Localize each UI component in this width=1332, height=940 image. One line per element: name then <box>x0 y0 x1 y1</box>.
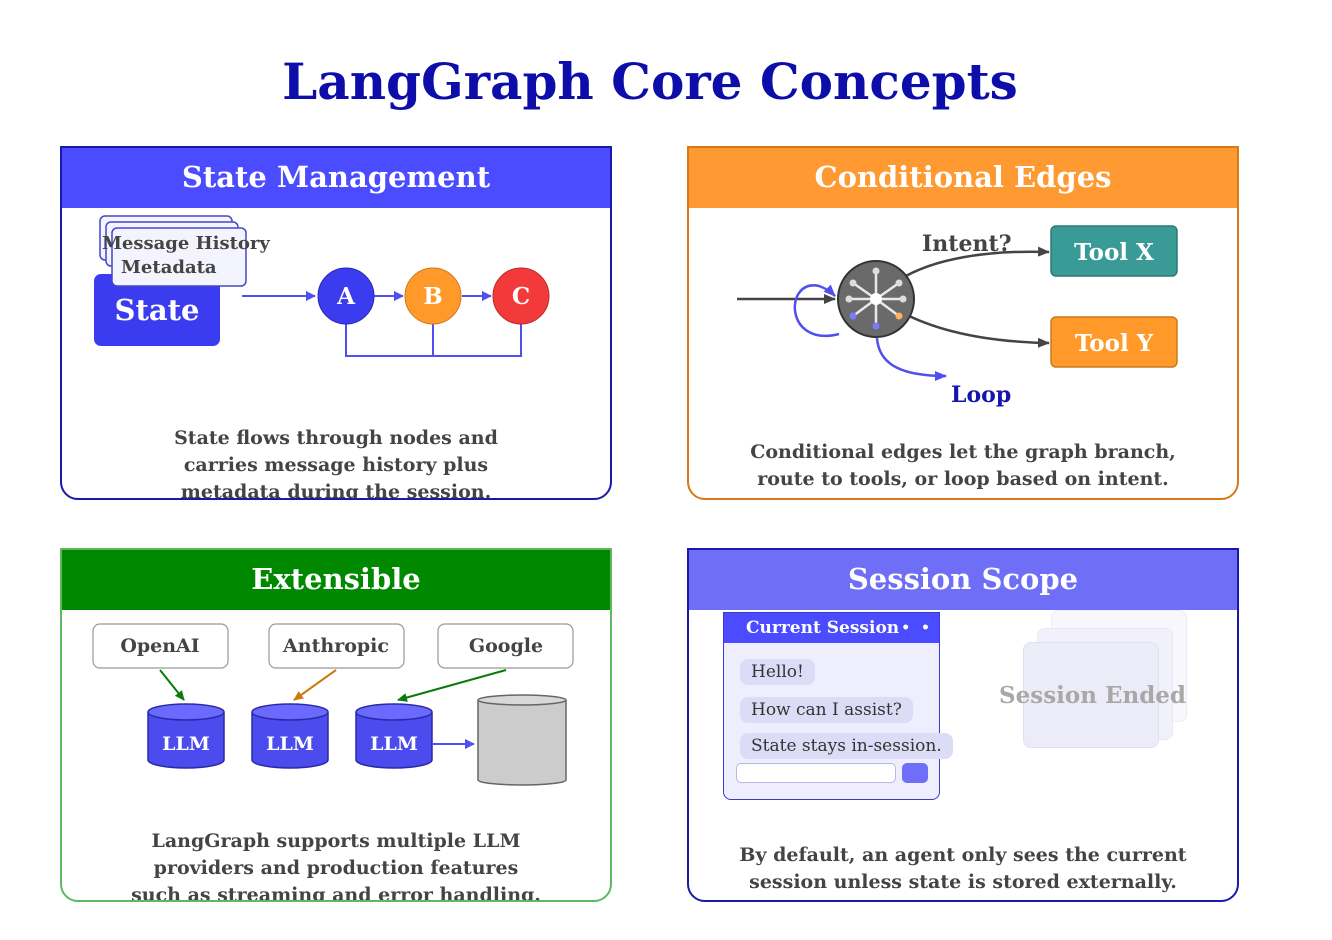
state-caption-line: carries message history plus <box>183 454 489 476</box>
state-management-panel: State Management Message History Metadat… <box>60 146 612 500</box>
conditional-edges-header: Conditional Edges <box>689 148 1237 208</box>
node-b-label: B <box>423 283 442 310</box>
intent-to-tool-x-arrow <box>898 246 1050 282</box>
conditional-caption-line: Conditional edges let the graph branch, <box>750 441 1176 463</box>
llm-label: LLM <box>370 733 418 755</box>
extensible-diagram: OpenAI Anthropic Google LLM LLM LLM <box>92 623 574 786</box>
openai-box <box>92 623 229 669</box>
session-caption-line: By default, an agent only sees the curre… <box>739 844 1187 866</box>
intent-label: Intent? <box>922 231 1012 257</box>
tool-x-box <box>1050 225 1178 277</box>
state-diagram: Message History Metadata State A B C <box>94 215 550 357</box>
conditional-caption-line: route to tools, or loop based on intent. <box>757 468 1169 490</box>
extensible-caption-line: LangGraph supports multiple LLM <box>151 830 521 852</box>
extensible-panel: Extensible OpenAI Anthropic Google <box>60 548 612 902</box>
google-arrow <box>397 669 507 702</box>
page-title: LangGraph Core Concepts <box>282 52 1018 111</box>
window-dots-icon: • • <box>901 620 933 636</box>
node-b <box>404 267 462 325</box>
session-scope-panel: Session Scope Current Session • • Hello!… <box>687 548 1239 902</box>
self-loop-arrow <box>793 284 840 338</box>
state-box <box>94 274 220 346</box>
extensible-caption: LangGraph supports multiple LLM provider… <box>62 828 610 902</box>
chat-message: How can I assist? <box>740 697 913 723</box>
ended-card-front <box>1023 642 1159 748</box>
session-window-titlebar: Current Session • • <box>724 613 939 643</box>
storage-cylinder-icon <box>477 694 567 786</box>
state-caption-line: metadata during the session. <box>180 481 492 500</box>
extensible-header: Extensible <box>62 550 610 610</box>
llm-cylinder-icon <box>147 703 225 769</box>
tool-y-box <box>1050 316 1178 368</box>
branch-to-tool-y-arrow <box>900 310 1050 348</box>
metadata-card <box>111 227 247 287</box>
conditional-edges-panel: Conditional Edges <box>687 146 1239 500</box>
state-management-header: State Management <box>62 148 610 208</box>
session-window-title: Current Session <box>746 618 900 638</box>
anthropic-box <box>268 623 405 669</box>
chat-input[interactable] <box>736 763 896 783</box>
openai-label: OpenAI <box>120 635 199 657</box>
session-ended-label: Session Ended <box>999 682 1186 709</box>
chat-message: State stays in-session. <box>740 733 953 759</box>
loop-arrow <box>875 337 947 381</box>
session-caption: By default, an agent only sees the curre… <box>689 842 1237 896</box>
conditional-caption: Conditional edges let the graph branch, … <box>689 439 1237 493</box>
current-session-window: Current Session • • Hello! How can I ass… <box>723 612 953 800</box>
anthropic-label: Anthropic <box>282 635 389 657</box>
router-node-icon <box>837 260 915 338</box>
node-bus-line <box>345 324 522 357</box>
anthropic-arrow <box>293 669 337 701</box>
extensible-caption-line: providers and production features <box>153 857 519 879</box>
node-c <box>492 267 550 325</box>
llm-label: LLM <box>162 733 210 755</box>
llm-label: LLM <box>266 733 314 755</box>
session-caption-line: session unless state is stored externall… <box>749 871 1177 893</box>
tool-x-label: Tool X <box>1074 239 1154 266</box>
state-caption: State flows through nodes and carries me… <box>62 425 610 500</box>
llm-cylinder-icon <box>355 703 433 769</box>
google-box <box>437 623 574 669</box>
chat-message: Hello! <box>740 659 815 685</box>
loop-label: Loop <box>951 382 1011 408</box>
tool-y-label: Tool Y <box>1075 330 1154 357</box>
extensible-caption-line: such as streaming and error handling. <box>131 884 541 902</box>
google-label: Google <box>469 635 543 657</box>
openai-arrow <box>159 669 185 701</box>
node-a-label: A <box>336 283 356 310</box>
state-caption-line: State flows through nodes and <box>174 427 498 449</box>
state-label: State <box>115 293 200 327</box>
node-c-label: C <box>512 283 530 310</box>
conditional-diagram: Intent? Tool X Tool Y Loop <box>737 225 1178 408</box>
llm-cylinder-icon <box>251 703 329 769</box>
metadata-label: Metadata <box>121 257 217 278</box>
node-a <box>317 267 375 325</box>
message-history-label: Message History <box>102 233 270 254</box>
send-button[interactable] <box>902 763 928 783</box>
session-scope-header: Session Scope <box>689 550 1237 610</box>
